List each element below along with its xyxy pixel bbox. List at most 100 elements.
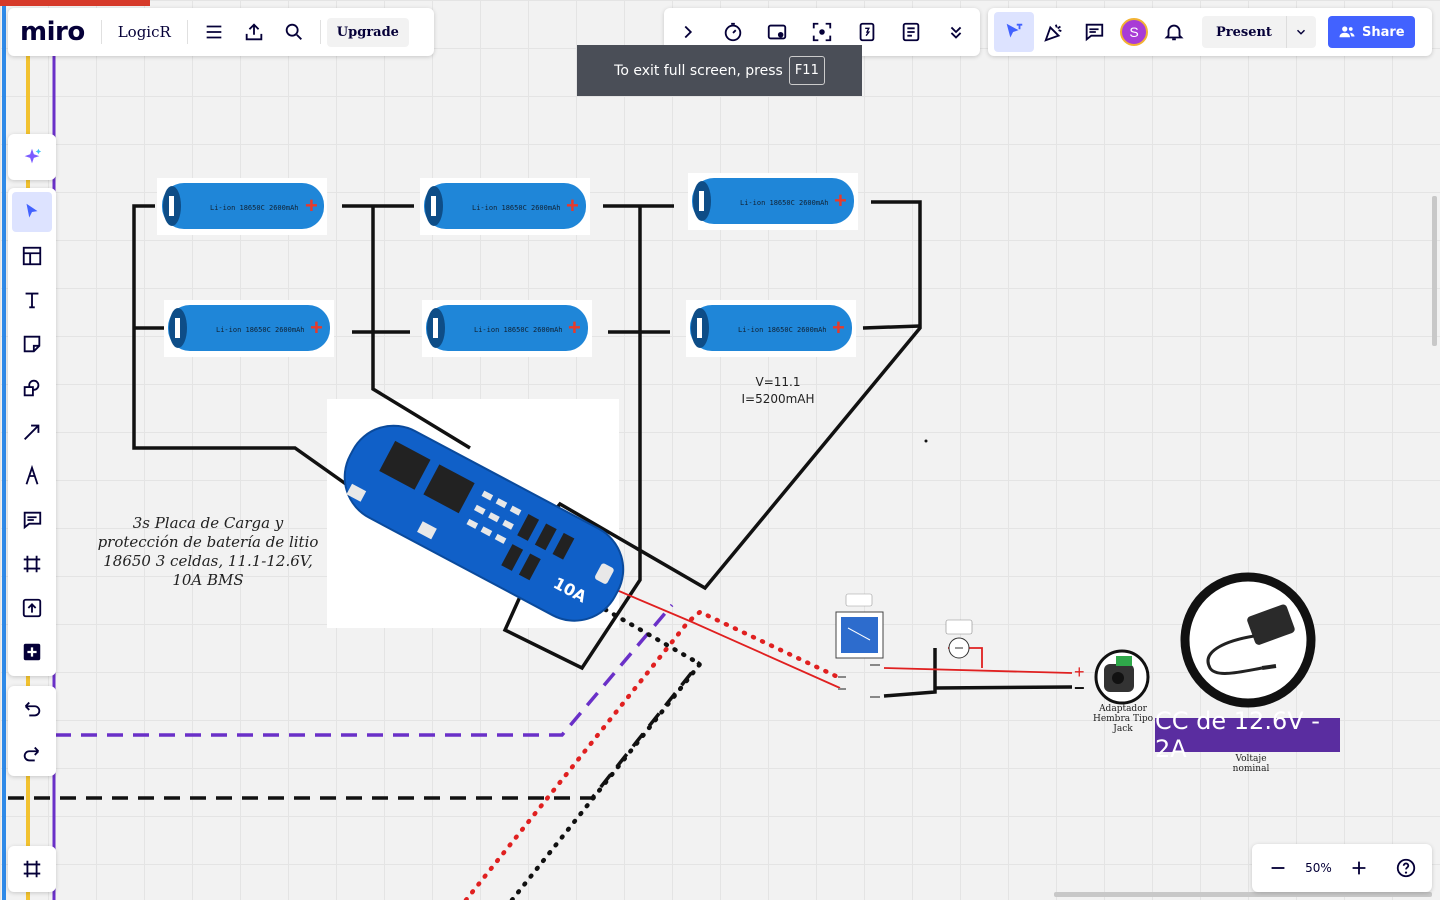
battery-cell[interactable]: Li-ion 18650C 2600mAh + (164, 300, 334, 357)
battery-plus-icon: + (568, 315, 581, 340)
comments-button[interactable] (1074, 12, 1114, 52)
red-supply-wire[interactable] (883, 667, 1073, 674)
present-button[interactable]: Present (1216, 24, 1272, 40)
pen-tool[interactable] (12, 456, 52, 496)
board-name[interactable]: LogicR (117, 23, 171, 41)
undo-button[interactable] (12, 689, 52, 729)
supply-label[interactable]: CC de 12.6V - 2A (1155, 707, 1340, 763)
power-adapter[interactable] (1180, 572, 1316, 708)
zoom-level[interactable]: 50% (1305, 861, 1332, 875)
zoom-out-button[interactable] (1258, 848, 1298, 888)
more-tools-button[interactable] (936, 12, 976, 52)
help-button[interactable] (1386, 848, 1426, 888)
sticky-note-tool[interactable] (12, 324, 52, 364)
more-apps-tool[interactable] (12, 632, 52, 672)
battery-cell-text: Li-ion 18650C 2600mAh (474, 326, 563, 334)
share-button[interactable]: Share (1327, 16, 1415, 48)
search-button[interactable] (274, 12, 314, 52)
stray-dot (924, 439, 928, 443)
shapes-tool[interactable] (12, 368, 52, 408)
dc-jack[interactable] (1094, 649, 1150, 705)
expand-button[interactable] (668, 12, 708, 52)
supply-caption[interactable]: Voltaje nominal (1232, 754, 1270, 774)
help-icon (1396, 858, 1416, 878)
reactions-button[interactable] (1034, 12, 1074, 52)
frame-icon (23, 555, 41, 573)
black-dotted-wire[interactable] (509, 592, 704, 900)
present-options-button[interactable] (1285, 16, 1316, 48)
battery-plus-icon: + (566, 193, 579, 218)
screen-record-icon (768, 24, 787, 40)
upgrade-button[interactable]: Upgrade (326, 17, 409, 47)
voting-button[interactable] (847, 12, 887, 52)
divider (319, 20, 321, 44)
search-icon (285, 23, 302, 40)
battery-cell[interactable]: Li-ion 18650C 2600mAh + (157, 178, 327, 235)
menu-button[interactable] (194, 12, 234, 52)
bell-icon (1164, 24, 1184, 41)
frames-icon (23, 860, 41, 878)
users-icon (1339, 26, 1355, 38)
vertical-scrollbar[interactable] (1432, 196, 1437, 346)
upload-icon (245, 23, 263, 41)
divider (186, 20, 188, 44)
fullscreen-toast: To exit full screen, press F11 (577, 45, 862, 96)
battery-cell[interactable]: Li-ion 18650C 2600mAh + (422, 300, 592, 357)
redo-icon (23, 746, 40, 761)
upload-tool[interactable] (12, 588, 52, 628)
fullscreen-toast-text: To exit full screen, press (614, 62, 783, 79)
follow-cursor-button[interactable] (994, 12, 1034, 52)
share-label: Share (1361, 24, 1405, 40)
avatar: S (1120, 18, 1148, 46)
cursor-flag-icon (1006, 23, 1023, 38)
comment-icon (1085, 23, 1104, 42)
battery-cell-text: Li-ion 18650C 2600mAh (216, 326, 305, 334)
black-dashed-wire[interactable] (8, 660, 702, 800)
screen-record-button[interactable] (757, 12, 797, 52)
user-avatar-button[interactable]: S (1114, 12, 1154, 52)
miro-logo[interactable]: miro (20, 17, 85, 47)
battery-spec[interactable]: V=11.1 I=5200mAH (730, 374, 826, 408)
arrow-icon (24, 424, 40, 440)
redo-button[interactable] (12, 734, 52, 774)
comment-tool[interactable] (12, 500, 52, 540)
battery-cell[interactable]: Li-ion 18650C 2600mAh + (688, 173, 858, 230)
comment-icon (23, 511, 42, 530)
templates-tool[interactable] (12, 236, 52, 276)
notes-button[interactable] (891, 12, 931, 52)
ai-assist-button[interactable] (12, 137, 52, 177)
purple-dashed-wire[interactable] (55, 603, 674, 737)
battery-cell-text: Li-ion 18650C 2600mAh (740, 199, 829, 207)
frames-list-button[interactable] (12, 849, 52, 889)
connector-tool[interactable] (12, 412, 52, 452)
select-tool[interactable] (12, 192, 52, 232)
bms-board[interactable]: 10A (328, 410, 639, 637)
timer-button[interactable] (713, 12, 753, 52)
relay-module[interactable] (835, 593, 884, 698)
horizontal-scrollbar[interactable] (1054, 892, 1432, 897)
bms-caption[interactable]: 3s Placa de Carga y protección de baterí… (97, 514, 319, 589)
undo-icon (24, 701, 41, 716)
voltmeter[interactable] (945, 619, 973, 659)
export-button[interactable] (234, 12, 274, 52)
frame-tool[interactable] (12, 544, 52, 584)
battery-plus-icon: + (834, 188, 847, 213)
notifications-button[interactable] (1154, 12, 1194, 52)
battery-cell[interactable]: Li-ion 18650C 2600mAh + (420, 178, 590, 235)
battery-cell-text: Li-ion 18650C 2600mAh (210, 204, 299, 212)
zoom-in-button[interactable] (1339, 848, 1379, 888)
battery-plus-icon: + (310, 315, 323, 340)
shapes-icon (23, 379, 40, 397)
plus-terminal-label: + (1074, 662, 1085, 682)
text-icon (25, 292, 39, 309)
fullscreen-key: F11 (788, 56, 825, 85)
text-tool[interactable] (12, 280, 52, 320)
focus-icon (812, 22, 832, 42)
red-dotted-wire[interactable] (463, 609, 843, 900)
red-positive-wire[interactable] (599, 582, 841, 689)
focus-button[interactable] (802, 12, 842, 52)
battery-cell[interactable]: Li-ion 18650C 2600mAh + (686, 300, 856, 357)
adapter-caption[interactable]: Adaptador Hembra Tipo Jack (1092, 704, 1154, 734)
black-wires[interactable] (132, 200, 1073, 698)
